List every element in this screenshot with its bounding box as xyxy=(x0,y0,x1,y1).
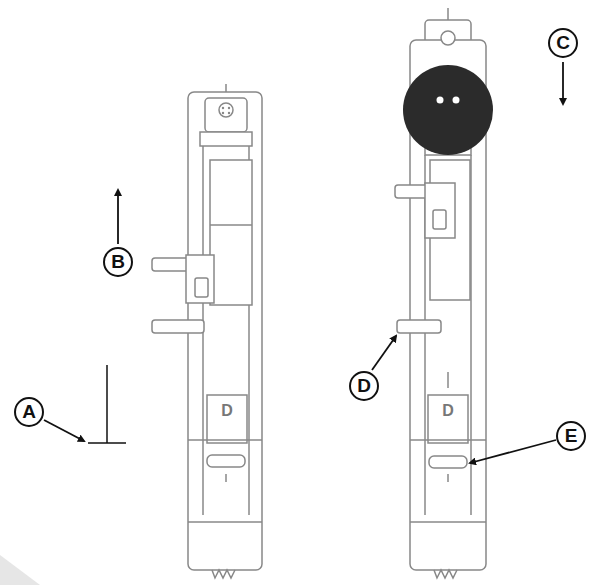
callout-letter: A xyxy=(14,397,44,427)
callout-letter: B xyxy=(103,247,133,277)
foot-marking: D xyxy=(221,403,233,419)
callout-letter: C xyxy=(548,28,578,58)
foot-marking: D xyxy=(442,403,454,419)
callout-letter: D xyxy=(349,371,379,401)
callout-letter: E xyxy=(556,421,586,451)
